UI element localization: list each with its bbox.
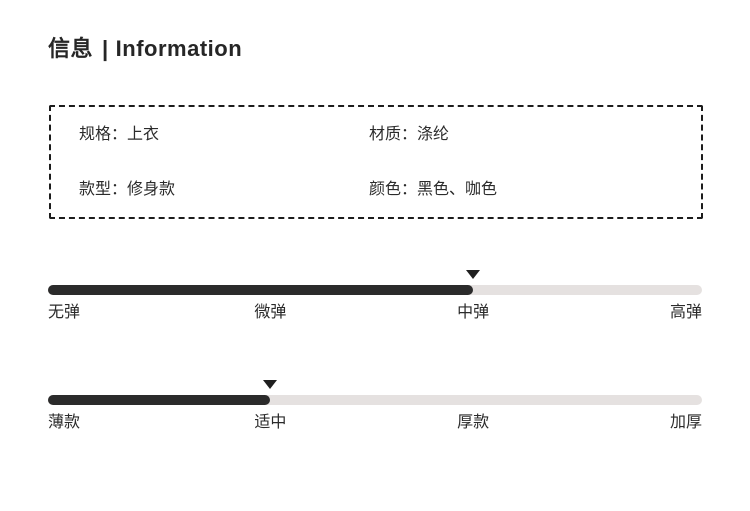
info-value-style: 修身款 (127, 180, 176, 198)
slider-elasticity-ticks: 无弹 微弹 中弹 高弹 (48, 302, 702, 326)
info-value-material: 涤纶 (417, 125, 450, 143)
slider-thickness-fill (48, 395, 271, 405)
slider-elasticity-tick-2[interactable]: 中弹 (457, 304, 490, 321)
slider-elasticity-tick-0[interactable]: 无弹 (48, 304, 81, 321)
info-label-color: 颜色： (369, 180, 418, 198)
info-label-spec: 规格： (79, 125, 128, 143)
slider-elasticity-fill (48, 285, 474, 295)
slider-thickness-tick-2[interactable]: 厚款 (457, 414, 490, 431)
page-title-en: Information (115, 36, 243, 61)
slider-thickness-track[interactable] (48, 395, 702, 405)
info-item-material: 材质：涤纶 (369, 124, 701, 146)
slider-elasticity-marker-row (48, 268, 702, 282)
info-value-color: 黑色、咖色 (417, 180, 498, 198)
slider-thickness[interactable]: 薄款 适中 厚款 加厚 (48, 378, 702, 436)
slider-thickness-ticks: 薄款 适中 厚款 加厚 (48, 412, 702, 436)
info-item-style: 款型：修身款 (79, 179, 369, 201)
slider-thickness-tick-1[interactable]: 适中 (254, 414, 287, 431)
title-separator: | (102, 36, 109, 61)
slider-thickness-tick-0[interactable]: 薄款 (48, 414, 81, 431)
slider-thickness-marker-icon[interactable] (263, 380, 278, 389)
page-title: 信息 |Information (48, 34, 242, 64)
info-label-material: 材质： (369, 125, 418, 143)
info-label-style: 款型： (79, 180, 128, 198)
slider-elasticity-track[interactable] (48, 285, 702, 295)
slider-thickness-marker-row (48, 378, 702, 392)
slider-elasticity-tick-3[interactable]: 高弹 (669, 304, 702, 321)
product-info-grid: 规格：上衣 材质：涤纶 款型：修身款 颜色：黑色、咖色 (51, 107, 701, 217)
slider-elasticity-marker-icon[interactable] (466, 270, 481, 279)
slider-elasticity[interactable]: 无弹 微弹 中弹 高弹 (48, 268, 702, 326)
page-title-cn: 信息 (48, 36, 94, 61)
product-info-box: 规格：上衣 材质：涤纶 款型：修身款 颜色：黑色、咖色 (49, 105, 703, 219)
info-item-color: 颜色：黑色、咖色 (369, 179, 701, 201)
info-value-spec: 上衣 (127, 125, 160, 143)
info-item-spec: 规格：上衣 (79, 124, 369, 146)
slider-thickness-tick-3[interactable]: 加厚 (669, 414, 702, 431)
slider-elasticity-tick-1[interactable]: 微弹 (254, 304, 287, 321)
